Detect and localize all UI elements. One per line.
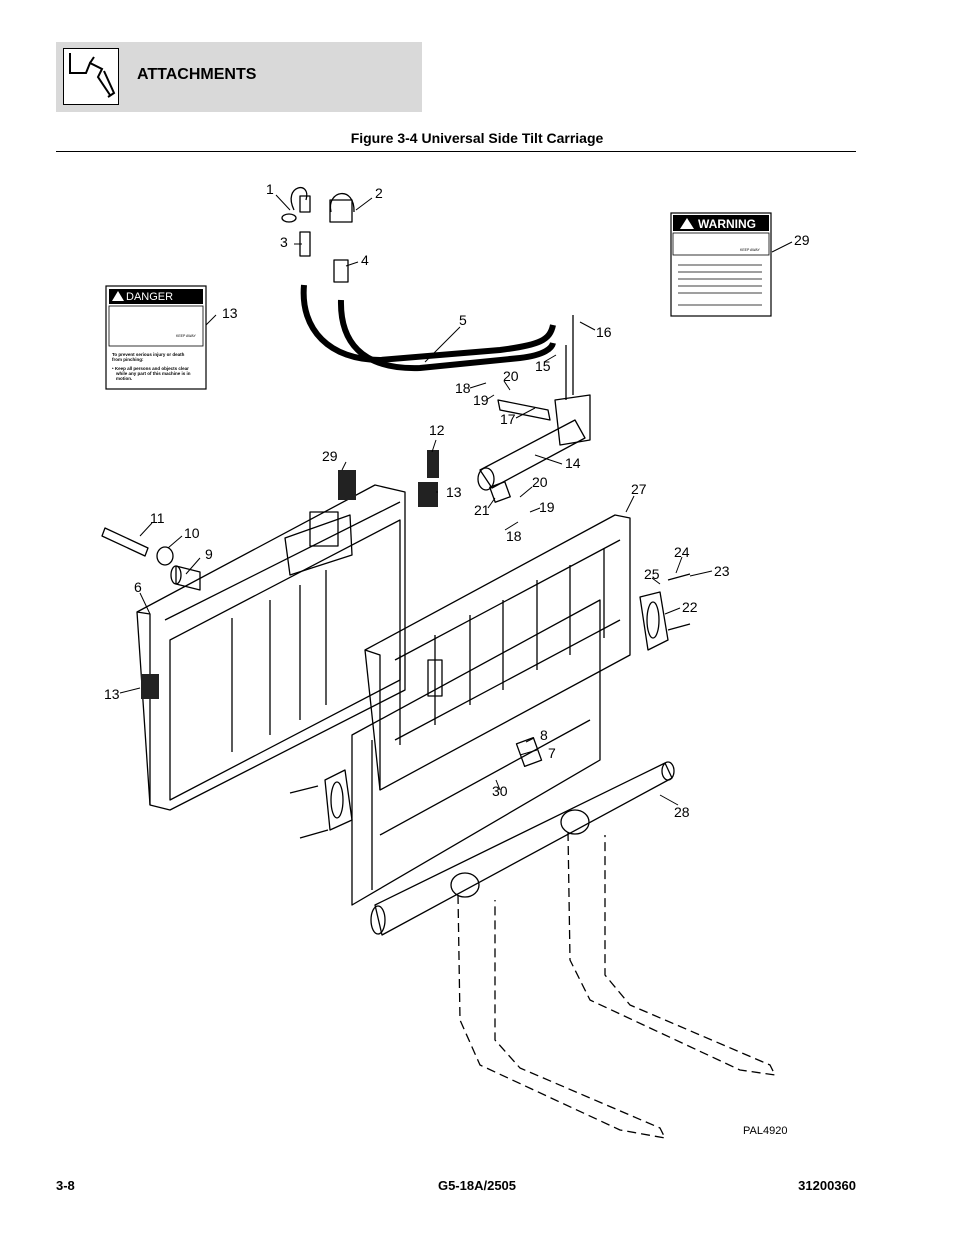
attachments-icon [63, 48, 119, 105]
callout-19a: 19 [473, 392, 489, 408]
danger-bullet1: • Keep all persons and objects clear [112, 366, 189, 371]
callout-18b: 18 [506, 528, 522, 544]
callout-27: 27 [631, 481, 647, 497]
callout-28: 28 [674, 804, 690, 820]
callout-11: 11 [150, 510, 165, 526]
danger-line2: from pinching: [112, 357, 144, 362]
warning-decal: WARNING KEEP AWAY [670, 212, 772, 317]
callout-9: 9 [205, 546, 213, 562]
document-number: 31200360 [798, 1178, 856, 1193]
callout-7: 7 [548, 745, 556, 761]
danger-keep-away: KEEP AWAY [176, 334, 197, 338]
callout-23: 23 [714, 563, 730, 579]
callout-4: 4 [361, 252, 369, 268]
callout-20b: 20 [532, 474, 548, 490]
callout-5: 5 [459, 312, 467, 328]
callout-14: 14 [565, 455, 581, 471]
callout-6: 6 [134, 579, 142, 595]
fork-assembly [370, 761, 776, 1139]
callout-30: 30 [492, 783, 508, 799]
callout-18a: 18 [455, 380, 471, 396]
callout-16: 16 [596, 324, 612, 340]
callout-17: 17 [500, 411, 516, 427]
callout-21: 21 [474, 502, 490, 518]
danger-bullet2: while any part of this machine is in [115, 371, 191, 376]
front-carriage-frame [351, 514, 631, 906]
figure-code: PAL4920 [743, 1125, 787, 1137]
section-title: ATTACHMENTS [137, 66, 257, 83]
callout-1: 1 [266, 181, 274, 197]
callout-13b: 13 [446, 484, 462, 500]
decal-patch [427, 450, 439, 478]
mounting-hardware [101, 527, 201, 591]
callout-24: 24 [674, 544, 690, 560]
model-number: G5-18A/2505 [437, 1178, 517, 1193]
callout-8: 8 [540, 727, 548, 743]
figure-title: Figure 3-4 Universal Side Tilt Carriage [350, 130, 604, 146]
callout-19b: 19 [539, 499, 555, 515]
rear-carriage-frame [136, 484, 406, 811]
decal-patch [141, 674, 159, 699]
decal-patch [338, 470, 356, 500]
title-rule [56, 151, 856, 152]
callout-12: 12 [429, 422, 445, 438]
danger-decal: DANGER KEEP AWAY To prevent serious inju… [105, 285, 207, 390]
callout-15: 15 [535, 358, 551, 374]
callout-13a: 13 [222, 305, 238, 321]
danger-bullet3: motion. [116, 376, 132, 381]
hydraulic-hoses [281, 187, 556, 372]
callout-13c: 13 [104, 686, 120, 702]
page-number: 3-8 [56, 1178, 75, 1193]
danger-heading: DANGER [126, 291, 173, 303]
warning-keep-away: KEEP AWAY [740, 248, 761, 252]
callout-22: 22 [682, 599, 698, 615]
tilt-cylinder [477, 315, 591, 503]
callout-29b: 29 [322, 448, 338, 464]
decal-patch [418, 482, 438, 507]
callout-3: 3 [280, 234, 288, 250]
danger-line1: To prevent serious injury or death [112, 352, 185, 357]
warning-heading: WARNING [698, 217, 756, 231]
callout-2: 2 [375, 185, 383, 201]
callout-25: 25 [644, 566, 660, 582]
callout-20a: 20 [503, 368, 519, 384]
callout-29a: 29 [794, 232, 810, 248]
callout-10: 10 [184, 525, 200, 541]
mounting-brackets [289, 573, 691, 839]
